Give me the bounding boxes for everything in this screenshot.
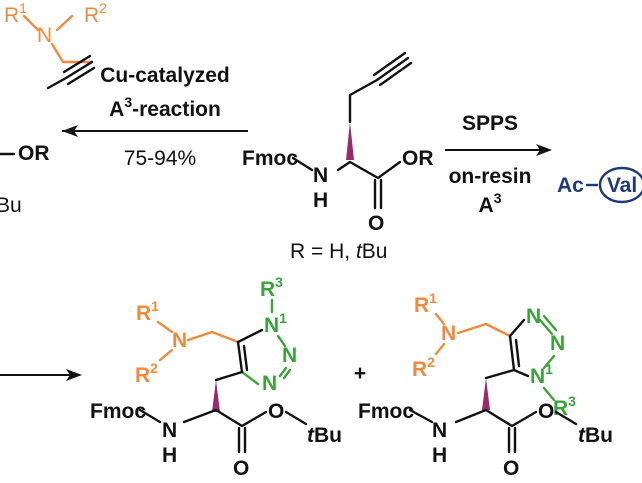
pa-nh-n-label: N [162,419,177,442]
val-label: Val [607,174,637,197]
pa-backbone-bonds [138,408,308,454]
pb-backbone-bonds [408,408,578,454]
pb-r2-label: R2 [412,354,435,381]
pa-amine-n-label: N [172,329,187,352]
sm-stereo-wedge [346,122,354,160]
pa-n3-label: N [262,372,277,395]
pa-ester-o-label: O [268,400,284,423]
left-or-label: OR [18,142,50,165]
pb-amine-n-label: N [441,322,456,345]
plus-sign: + [354,362,366,385]
pb-r1-label: R1 [414,290,437,317]
pb-triazole-c-bonds [484,318,530,380]
pa-n2-label: N [282,344,297,367]
sm-r-definition: R = H, tBu [290,240,387,263]
left-amine-bonds [22,14,94,64]
arrow-right-line2: on-resin [449,165,532,188]
bottom-arrow [0,369,82,381]
left-r1-label: R1 [4,0,27,27]
pb-r3-label: R3 [553,393,576,420]
left-product-fragment: R1 R2 N OR Bu [0,0,107,217]
starting-material: Fmoc N H O OR R = H, tBu [242,51,434,263]
left-r2-label: R2 [84,0,107,27]
pb-n1-label: N1 [530,361,553,388]
arrow-left-line1: Cu-catalyzed [100,64,230,87]
arrow-left-head [62,125,78,137]
pb-carbonyl-o-label: O [503,457,519,480]
pa-tbu-label: tBu [307,424,342,447]
peptide-fragment: Ac Val [557,166,642,204]
pa-r2-label: R2 [135,360,158,387]
arrow-right-line3: A3 [479,190,502,217]
sm-n-label: N [313,164,328,187]
sm-h-label: H [313,189,328,212]
sm-fmoc-label: Fmoc [242,147,298,170]
sm-backbone-bonds [291,156,402,210]
arrow-left-line2: A3-reaction [109,94,221,121]
pb-triazole-n-bonds [538,314,558,402]
pa-amine-bonds [156,320,240,362]
arrow-left-yield: 75-94% [124,147,196,170]
pa-n1-label: N1 [264,310,287,337]
left-amine-n-label: N [37,24,52,47]
bottom-arrow-head [66,369,82,381]
pb-n-top-label: N [526,305,541,328]
pa-triazole-c-bonds [214,328,264,382]
pb-nh-n-label: N [432,419,447,442]
pb-fmoc-label: Fmoc [358,400,414,423]
val-circle [598,166,642,204]
ac-label: Ac [557,174,584,197]
pb-amine-bonds [434,312,512,356]
pb-stereo-wedge [482,378,490,410]
left-alkyne-bonds [46,54,96,90]
pa-r3-label: R3 [260,274,283,301]
cu-catalyzed-arrow: Cu-catalyzed A3-reaction 75-94% [62,64,248,170]
pa-triazole-n-bonds [240,298,292,386]
pa-carbonyl-o-label: O [233,457,249,480]
left-bu-label: Bu [0,194,22,217]
arrow-right-head [536,144,552,156]
sm-o-label: O [368,212,384,235]
product-a: R1 N R2 R3 N1 N N Fmoc N H O O tBu [90,274,342,480]
spps-arrow: SPPS on-resin A3 [445,112,552,217]
pa-stereo-wedge [212,380,220,412]
product-b: R1 N R2 N N N1 R3 Fmoc N H O O tBu [358,290,613,480]
arrow-right-line1: SPPS [462,112,518,135]
pb-n-mid-label: N [550,332,565,355]
pa-r1-label: R1 [136,298,159,325]
sm-alkyne-bonds [348,51,413,124]
pb-tbu-label: tBu [578,424,613,447]
pb-ester-o-label: O [538,400,554,423]
pa-fmoc-label: Fmoc [90,400,146,423]
sm-or-label: OR [402,147,434,170]
pa-nh-h-label: H [162,444,177,467]
pb-nh-h-label: H [432,444,447,467]
